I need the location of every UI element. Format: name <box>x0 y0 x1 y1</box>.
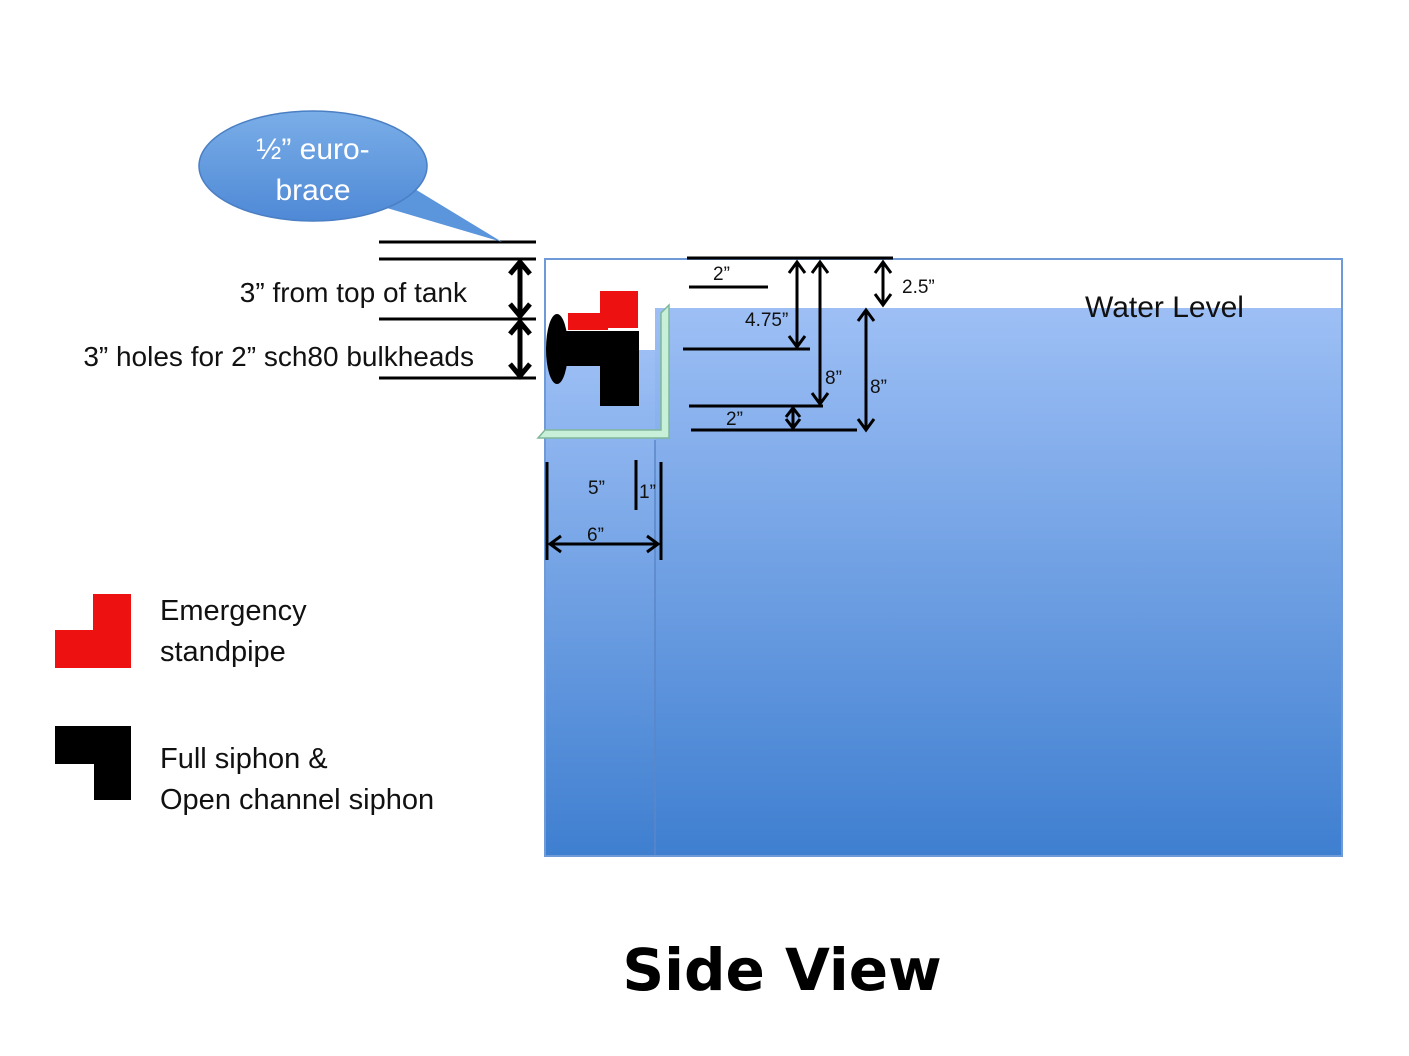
from-top-label: 3” from top of tank <box>240 277 468 308</box>
legend-emergency-line2: standpipe <box>160 636 286 668</box>
dim-8a-head-down <box>810 392 830 407</box>
dim-6-head-right <box>646 534 661 554</box>
holes-label: 3” holes for 2” sch80 bulkheads <box>83 341 474 372</box>
overflow-box-water <box>546 350 656 855</box>
dim-2-top-label: 2” <box>713 264 730 285</box>
dim-4-75-head-up <box>787 259 807 274</box>
dim-8a-label: 8” <box>825 368 842 389</box>
overflow-baffle <box>536 303 670 439</box>
legend-siphon-icon <box>55 726 131 800</box>
dim-8b-head-down <box>856 418 876 433</box>
right-dimensions: 2” 4.75” 8” 2.5” 8” 2” <box>683 256 935 433</box>
dim-2-bottom-head-up <box>784 405 802 418</box>
siphon-drop <box>600 331 639 406</box>
tank-water <box>655 308 1341 855</box>
holes-arrowhead-down <box>508 362 532 380</box>
eurobrace-callout: ½” euro- brace <box>198 110 502 242</box>
dim-4-75-label: 4.75” <box>745 310 788 331</box>
legend-siphon-line1: Full siphon & <box>160 743 328 775</box>
dim-5-label: 5” <box>588 478 605 499</box>
dim-6-label: 6” <box>587 525 604 546</box>
diagram-title: Side View <box>622 936 941 1004</box>
dim-6-head-left <box>547 534 562 554</box>
bulkhead-plumbing <box>546 291 639 406</box>
dim-8b-label: 8” <box>870 377 887 398</box>
dim-8a-head-up <box>810 259 830 274</box>
bulkhead-body <box>560 331 604 366</box>
bottom-dimensions: 5” 1” 6” <box>545 460 663 560</box>
legend-emergency-standpipe-icon <box>55 594 131 668</box>
dim-2-5-head-up <box>873 259 893 274</box>
dim-2-5-head-down <box>873 293 893 308</box>
left-dimensions: 3” from top of tank 3” holes for 2” sch8… <box>83 240 536 380</box>
legend-emergency-line1: Emergency <box>160 595 307 627</box>
dim-2-5-label: 2.5” <box>902 277 935 298</box>
callout-text-line2: brace <box>275 174 350 207</box>
water-level-label: Water Level <box>1085 291 1244 324</box>
from-top-arrowhead-up <box>508 258 532 276</box>
legend-siphon-line2: Open channel siphon <box>160 784 434 816</box>
callout-bubble <box>198 110 428 222</box>
callout-text-line1: ½” euro- <box>256 133 369 166</box>
emergency-standpipe-elbow <box>568 313 608 330</box>
dim-2-bottom-head-down <box>784 418 802 431</box>
tank <box>544 258 1343 857</box>
dim-8b-head-up <box>856 307 876 322</box>
from-top-arrowhead-down <box>508 302 532 320</box>
legend: Emergency standpipe Full siphon & Open c… <box>55 594 434 816</box>
holes-arrowhead-up <box>508 318 532 336</box>
dim-2-bottom-label: 2” <box>726 409 743 430</box>
dim-4-75-head-down <box>787 335 807 350</box>
dim-1-label: 1” <box>639 482 656 503</box>
